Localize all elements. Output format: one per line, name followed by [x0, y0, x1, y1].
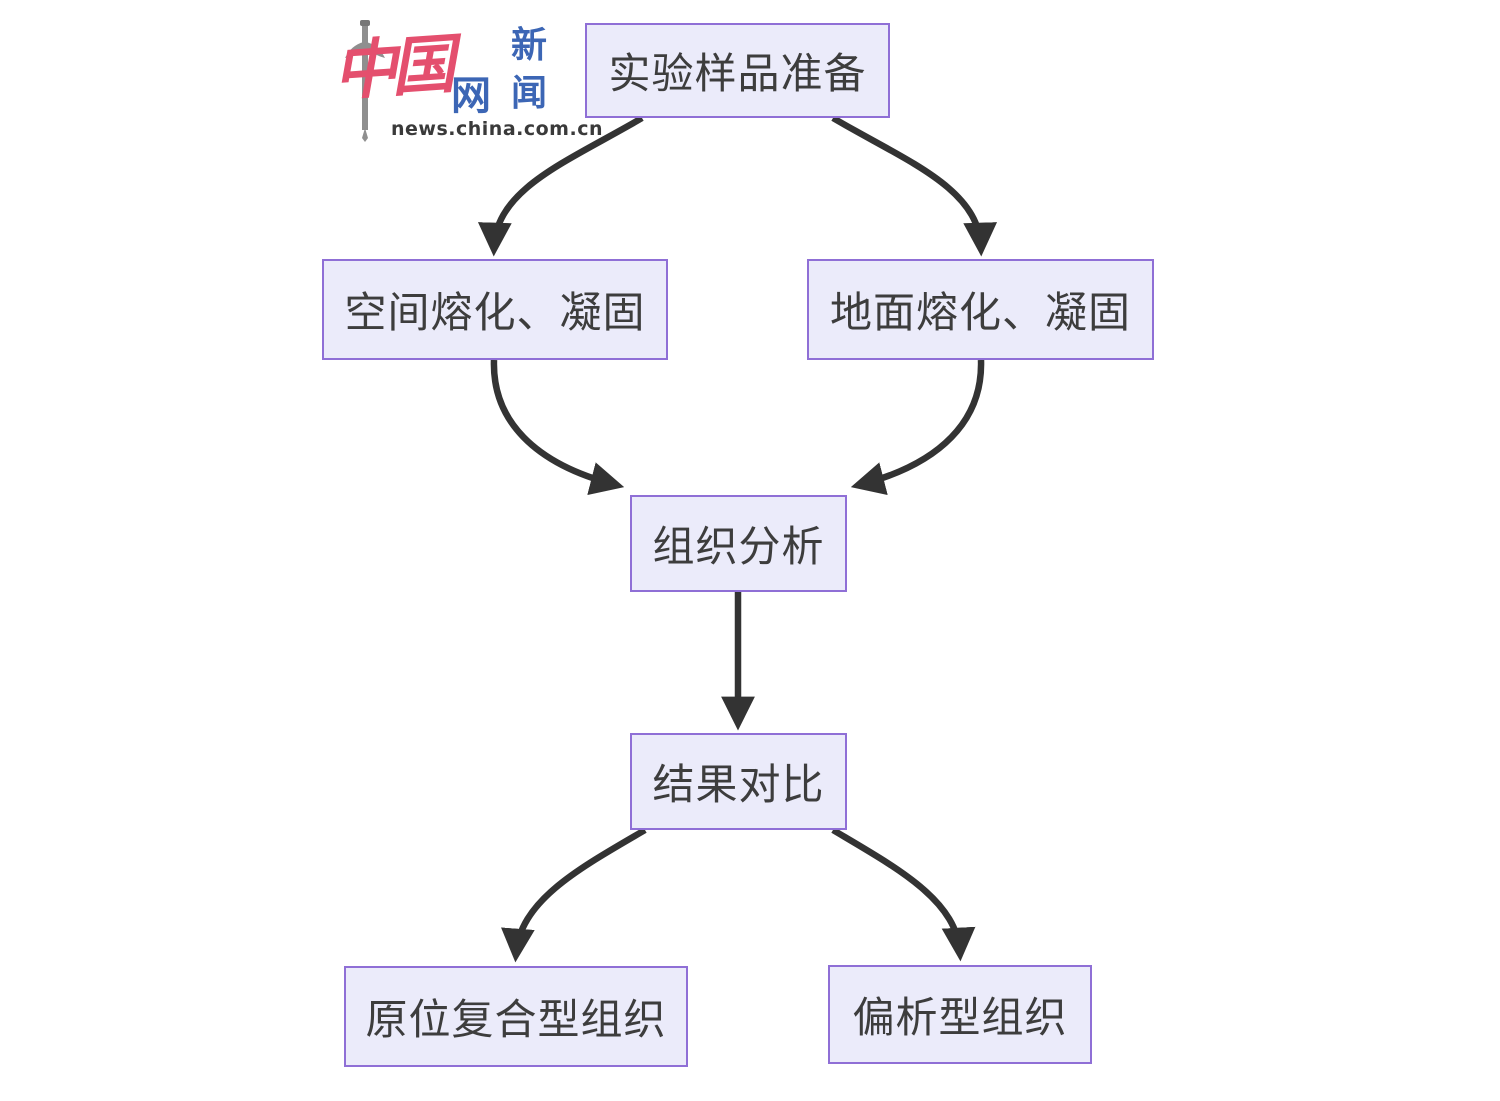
- node-label: 实验样品准备: [608, 49, 867, 98]
- edge-prepare-ground: [831, 115, 998, 257]
- sword-icon: [345, 20, 385, 142]
- edge-compare-insitu: [501, 827, 647, 963]
- node-insitu-composite: 原位复合型组织: [344, 966, 688, 1067]
- node-label: 组织分析: [652, 522, 825, 571]
- node-label: 结果对比: [652, 760, 825, 809]
- node-label: 空间熔化、凝固: [344, 288, 646, 337]
- logo-news-char-top: 新: [511, 25, 548, 66]
- node-space-melting: 空间熔化、凝固: [322, 259, 668, 360]
- logo-domain-text: news.china.com.cn: [391, 118, 603, 140]
- node-ground-melting: 地面熔化、凝固: [807, 259, 1154, 360]
- node-label: 偏析型组织: [852, 993, 1068, 1042]
- edge-space-analysis: [490, 359, 625, 496]
- logo-news-char-bottom: 闻: [511, 73, 548, 114]
- node-result-comparison: 结果对比: [630, 733, 847, 830]
- edge-ground-analysis: [850, 359, 985, 496]
- node-segregation-type: 偏析型组织: [828, 965, 1092, 1064]
- node-microstructure-analysis: 组织分析: [630, 495, 847, 592]
- edge-compare-segregation: [831, 827, 976, 962]
- node-label: 地面熔化、凝固: [829, 288, 1131, 337]
- node-label: 原位复合型组织: [365, 995, 667, 1044]
- china-news-logo: 中国 网 新 闻 news.china.com.cn: [331, 18, 602, 144]
- node-sample-preparation: 实验样品准备: [585, 23, 890, 118]
- logo-net-text: 网: [451, 73, 491, 119]
